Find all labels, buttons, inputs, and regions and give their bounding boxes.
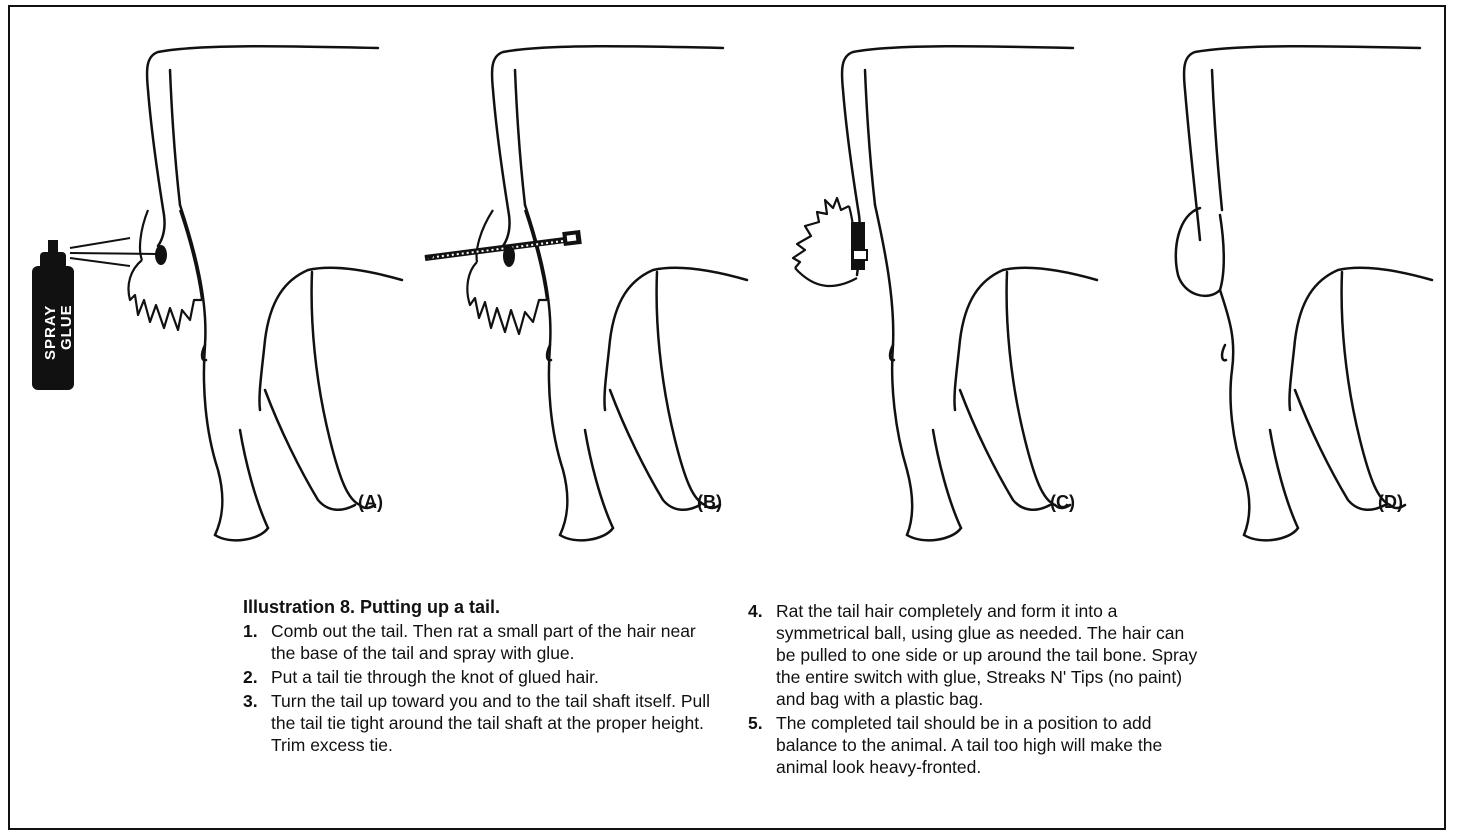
figure-d: (D)	[1060, 0, 1420, 560]
caption-left-column: Illustration 8. Putting up a tail. 1. Co…	[243, 596, 713, 758]
figure-b: (B)	[375, 0, 735, 560]
step-number: 3.	[243, 690, 271, 756]
steps-list-right: 4. Rat the tail hair completely and form…	[748, 600, 1208, 778]
step-text: Turn the tail up toward you and to the t…	[271, 690, 713, 756]
figure-a-drawing	[30, 0, 390, 560]
step-number: 5.	[748, 712, 776, 778]
list-item: 2. Put a tail tie through the knot of gl…	[243, 666, 713, 688]
figure-d-drawing	[1060, 0, 1420, 560]
panel-label-d: (D)	[1378, 492, 1403, 513]
figure-b-drawing	[375, 0, 735, 560]
step-number: 4.	[748, 600, 776, 710]
list-item: 3. Turn the tail up toward you and to th…	[243, 690, 713, 756]
spray-can-icon: SPRAY GLUE	[30, 240, 74, 390]
step-text: Comb out the tail. Then rat a small part…	[271, 620, 713, 664]
figure-a: SPRAY GLUE (A)	[30, 0, 390, 560]
step-text: Rat the tail hair completely and form it…	[776, 600, 1208, 710]
steps-list-left: 1. Comb out the tail. Then rat a small p…	[243, 620, 713, 756]
list-item: 5. The completed tail should be in a pos…	[748, 712, 1208, 778]
spray-can-label-line2: GLUE	[58, 304, 75, 350]
step-text: Put a tail tie through the knot of glued…	[271, 666, 713, 688]
caption-title: Illustration 8. Putting up a tail.	[243, 596, 713, 618]
caption-right-column: 4. Rat the tail hair completely and form…	[748, 600, 1208, 780]
figure-c: (C)	[725, 0, 1085, 560]
step-number: 1.	[243, 620, 271, 664]
figure-c-drawing	[725, 0, 1085, 560]
panel-label-b: (B)	[697, 492, 722, 513]
step-text: The completed tail should be in a positi…	[776, 712, 1208, 778]
list-item: 1. Comb out the tail. Then rat a small p…	[243, 620, 713, 664]
list-item: 4. Rat the tail hair completely and form…	[748, 600, 1208, 710]
step-number: 2.	[243, 666, 271, 688]
